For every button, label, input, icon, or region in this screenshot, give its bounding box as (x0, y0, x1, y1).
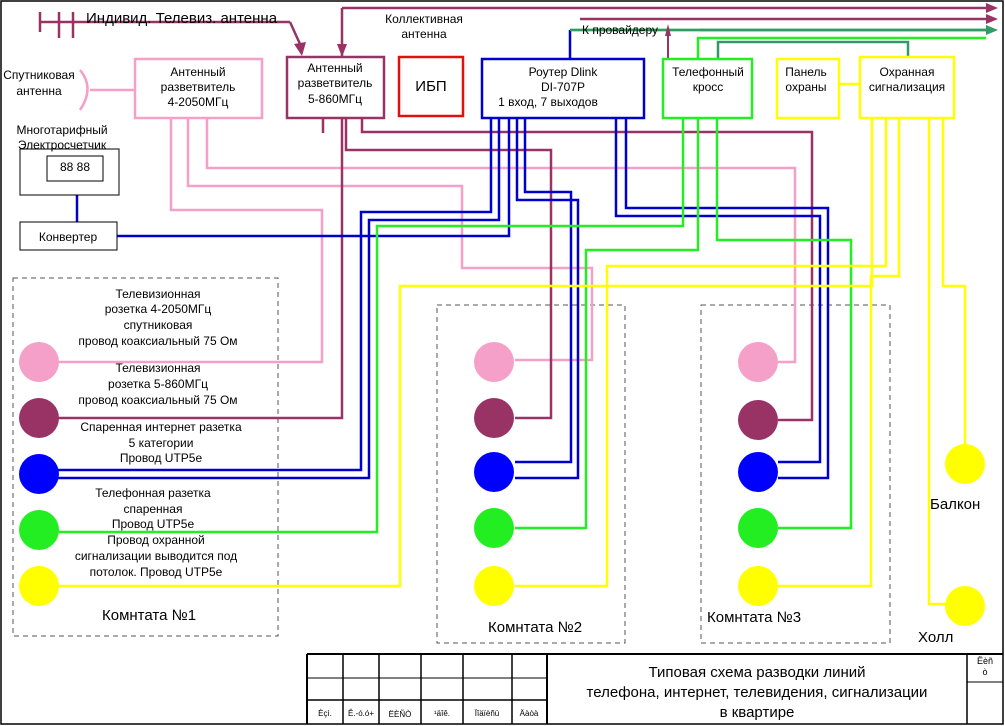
alarm-line2: сигнализация (869, 80, 945, 94)
legend-tv-3: провод коаксиальный 75 Ом (78, 393, 237, 407)
meter-title-2: Электросчетчик (18, 138, 107, 152)
legend-alarm-3: потолок. Провод UTP5e (90, 565, 223, 579)
maroon-wires (57, 12, 814, 422)
col-podpis: Ïîäïèñü (475, 709, 499, 718)
legend-sat-4: провод коаксиальный 75 Ом (78, 334, 237, 348)
blue-wires (57, 118, 830, 480)
outlet-alarm-room1 (19, 566, 59, 606)
legend-alarm-2: сигнализации выводится под (75, 549, 237, 563)
col-kuch: Ê.-ó.ó+ (348, 709, 374, 718)
security-panel-line2: охраны (785, 80, 826, 94)
router-line3: 1 вход, 7 выходов (498, 95, 598, 109)
title-line2: телефона, интернет, телевидения, сигнали… (587, 684, 928, 701)
alarm-line1: Охранная (880, 65, 935, 79)
legend-net-1: Спаренная интернет разетка (80, 420, 242, 434)
provider-label: К провайдеру (582, 23, 658, 37)
hall-label: Холл (918, 629, 953, 646)
wires (57, 12, 986, 606)
outlet-tv-room2 (474, 398, 514, 438)
splitter-sat-line3: 4-2050МГц (168, 95, 229, 109)
phone-cross-line1: Телефонный (672, 65, 744, 79)
splitter-tv-line3: 5-860МГц (308, 92, 362, 106)
title-line3: в квартире (720, 704, 795, 721)
splitter-tv-line2: разветвитель (298, 76, 373, 90)
pink-wires (57, 88, 797, 364)
outlet-alarm-balcony (945, 444, 985, 484)
outlet-phone-room1 (19, 510, 59, 550)
splitter-sat-line1: Антенный (170, 65, 225, 79)
outlet-phone-room2 (474, 508, 514, 548)
splitter-sat-line2: разветвитель (161, 80, 236, 94)
legend-sat-2: розетка 4-2050МГц (105, 302, 212, 316)
outlet-alarm-room3 (738, 566, 778, 606)
col-ndok: ¹äîê. (434, 709, 450, 718)
sheet-label-1: Ëèñ (977, 656, 993, 666)
legend-net-3: Провод UTP5e (120, 451, 203, 465)
room2-label: Комнтата №2 (488, 619, 582, 636)
outlet-net-room3 (738, 452, 778, 492)
outlet-alarm-hall (945, 586, 985, 626)
phone-cross-box (661, 57, 754, 120)
legend-sat-1: Телевизионная (116, 287, 201, 301)
converter-box (19, 221, 118, 251)
legend-alarm-1: Провод охранной (107, 533, 204, 547)
splitter-tv-line1: Антенный (307, 61, 362, 75)
teal-wires (700, 28, 986, 60)
legend-phone-3: Провод UTP5e (112, 517, 195, 531)
meter-display-value: 88 88 (60, 160, 90, 174)
alarm-box (858, 55, 956, 120)
router-line1: Роутер Dlink (529, 65, 599, 79)
splitter-sat-box (133, 57, 264, 120)
room3-label: Комнтата №3 (707, 609, 801, 626)
phone-cross-line2: кросс (693, 80, 724, 94)
collective-antenna-label-1: Коллективная (385, 12, 463, 26)
legend-phone-1: Телефонная разетка (95, 486, 211, 500)
outlets (19, 342, 985, 626)
outlet-sat-room3 (738, 342, 778, 382)
col-list: ËÈÑÒ (389, 710, 412, 719)
collective-antenna-label-2: антенна (401, 27, 447, 41)
ups-label: ИБП (415, 78, 446, 95)
sheet-label-2: ò (982, 667, 987, 677)
outlet-tv-room1 (19, 398, 59, 438)
title-block (306, 653, 1003, 724)
outlet-net-room1 (19, 454, 59, 494)
router-box (480, 57, 646, 120)
security-panel-box (775, 57, 841, 120)
outlet-sat-room2 (474, 342, 514, 382)
top-arrows (337, 3, 998, 60)
meter-title-1: Многотарифный (16, 123, 107, 137)
router-line2: DI-707P (541, 80, 585, 94)
outlet-phone-room3 (738, 508, 778, 548)
room1-label: Комнтата №1 (102, 607, 196, 624)
room2-boundary (436, 304, 626, 644)
balcony-label: Балкон (930, 496, 980, 513)
outlet-alarm-room2 (474, 566, 514, 606)
legend-sat-3: спутниковая (124, 318, 193, 332)
outlet-tv-room3 (738, 400, 778, 440)
legend-tv-1: Телевизионная (116, 361, 201, 375)
room1-boundary (12, 277, 279, 637)
meter-display (46, 155, 104, 182)
satellite-dish-icon (78, 69, 89, 111)
satellite-label-1: Спутниковая (3, 68, 74, 82)
title-line1: Типовая схема разводки линий (648, 664, 865, 681)
legend-phone-2: спаренная (124, 502, 183, 516)
ups-box (397, 55, 465, 118)
antenna-icon (38, 12, 302, 45)
splitter-tv-box (285, 55, 386, 120)
legend-net-2: 5 категории (129, 436, 194, 450)
security-panel-line1: Панель (785, 65, 826, 79)
outlet-net-room2 (474, 452, 514, 492)
legend-tv-2: розетка 5-860МГц (108, 377, 208, 391)
col-data: Äàòà (520, 709, 539, 718)
individual-antenna-label: Индивид. Телевиз. антенна (86, 10, 278, 27)
col-izm: Èçì. (318, 709, 332, 718)
converter-label: Конвертер (39, 230, 98, 244)
satellite-label-2: антенна (16, 84, 62, 98)
outlet-sat-room1 (19, 342, 59, 382)
